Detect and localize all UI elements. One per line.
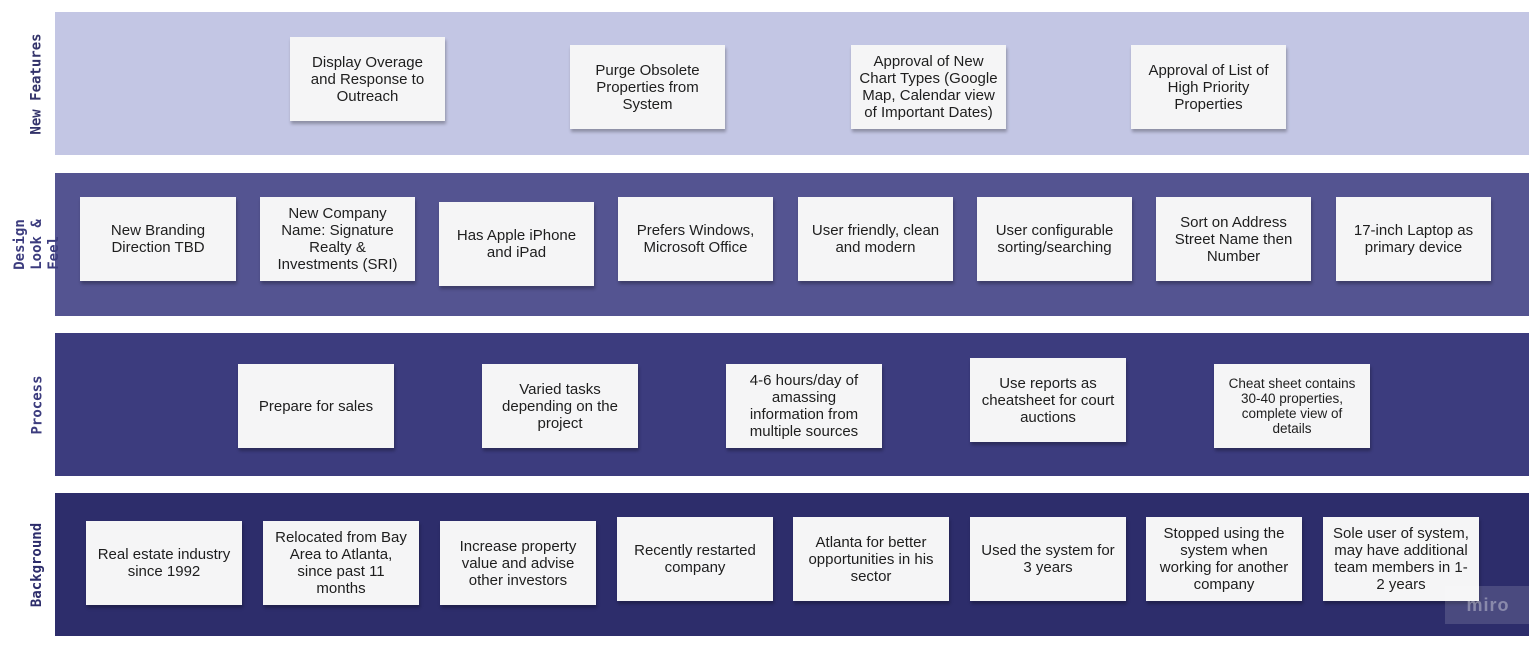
lane-label-new-features-box: New Features (22, 12, 52, 155)
sticky-note[interactable]: User friendly, clean and modern (798, 197, 953, 281)
sticky-note[interactable]: Relocated from Bay Area to Atlanta, sinc… (263, 521, 419, 605)
sticky-note[interactable]: Use reports as cheatsheet for court auct… (970, 358, 1126, 442)
sticky-note[interactable]: User configurable sorting/searching (977, 197, 1132, 281)
lane-label-background: Background (29, 522, 46, 607)
sticky-note[interactable]: Has Apple iPhone and iPad (439, 202, 594, 286)
sticky-note[interactable]: 4-6 hours/day of amassing information fr… (726, 364, 882, 448)
sticky-note[interactable]: Stopped using the system when working fo… (1146, 517, 1302, 601)
lane-label-background-box: Background (22, 493, 52, 636)
sticky-note[interactable]: 17-inch Laptop as primary device (1336, 197, 1491, 281)
lane-label-design: Design Look & Feel (12, 219, 63, 270)
sticky-note[interactable]: Display Overage and Response to Outreach (290, 37, 445, 121)
lane-label-design-box: Design Look & Feel (12, 173, 62, 316)
lane-label-process-box: Process (22, 333, 52, 476)
sticky-note[interactable]: Atlanta for better opportunities in his … (793, 517, 949, 601)
sticky-note[interactable]: Approval of New Chart Types (Google Map,… (851, 45, 1006, 129)
sticky-note[interactable]: Recently restarted company (617, 517, 773, 601)
sticky-note[interactable]: New Company Name: Signature Realty & Inv… (260, 197, 415, 281)
sticky-note[interactable]: Prefers Windows, Microsoft Office (618, 197, 773, 281)
lane-label-new-features: New Features (29, 32, 45, 135)
sticky-note[interactable]: Prepare for sales (238, 364, 394, 448)
sticky-note[interactable]: Increase property value and advise other… (440, 521, 596, 605)
lane-new-features (55, 12, 1529, 155)
sticky-note[interactable]: Used the system for 3 years (970, 517, 1126, 601)
sticky-note[interactable]: New Branding Direction TBD (80, 197, 236, 281)
miro-watermark: miro (1445, 586, 1531, 624)
sticky-note[interactable]: Varied tasks depending on the project (482, 364, 638, 448)
sticky-note[interactable]: Cheat sheet contains 30-40 properties, c… (1214, 364, 1370, 448)
sticky-note[interactable]: Sort on Address Street Name then Number (1156, 197, 1311, 281)
sticky-note[interactable]: Approval of List of High Priority Proper… (1131, 45, 1286, 129)
lane-label-design-text: Design Look & Feel (11, 219, 62, 270)
lane-label-process: Process (29, 374, 46, 435)
sticky-note[interactable]: Real estate industry since 1992 (86, 521, 242, 605)
sticky-note[interactable]: Purge Obsolete Properties from System (570, 45, 725, 129)
sticky-note[interactable]: Sole user of system, may have additional… (1323, 517, 1479, 601)
